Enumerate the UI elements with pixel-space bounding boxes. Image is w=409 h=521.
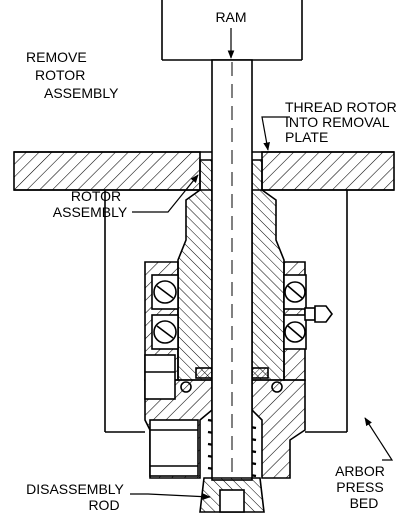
disassembly-label-line1: DISASSEMBLY bbox=[26, 481, 124, 497]
thread-label-line1: THREAD ROTOR bbox=[285, 99, 397, 115]
arbor-press-bed bbox=[104, 190, 348, 433]
removal-plate bbox=[13, 151, 395, 191]
remove-label-line3: ASSEMBLY bbox=[44, 85, 119, 101]
leader-lines bbox=[130, 28, 394, 500]
bearing-left-upper bbox=[151, 274, 179, 310]
rotor-label-line2: ASSEMBLY bbox=[53, 204, 128, 220]
thread-label-line3: PLATE bbox=[285, 129, 328, 145]
grease-fitting bbox=[304, 305, 333, 323]
bearing-right-lower bbox=[283, 314, 307, 350]
arbor-label-line2: PRESS bbox=[336, 479, 383, 495]
remove-label-line2: ROTOR bbox=[35, 67, 85, 83]
thread-label-line2: INTO REMOVAL bbox=[285, 114, 390, 130]
ram-label: RAM bbox=[215, 9, 246, 25]
bearing-right-upper bbox=[283, 274, 307, 310]
bearing-left-lower bbox=[151, 314, 179, 350]
remove-label-line1: REMOVE bbox=[26, 49, 87, 65]
arbor-label-line3: BED bbox=[350, 495, 379, 511]
disassembly-rod bbox=[199, 59, 265, 513]
rotor-label-line1: ROTOR bbox=[71, 188, 121, 204]
disassembly-label-line2: ROD bbox=[88, 497, 119, 513]
arbor-label-line1: ARBOR bbox=[335, 463, 385, 479]
side-port bbox=[144, 354, 199, 477]
